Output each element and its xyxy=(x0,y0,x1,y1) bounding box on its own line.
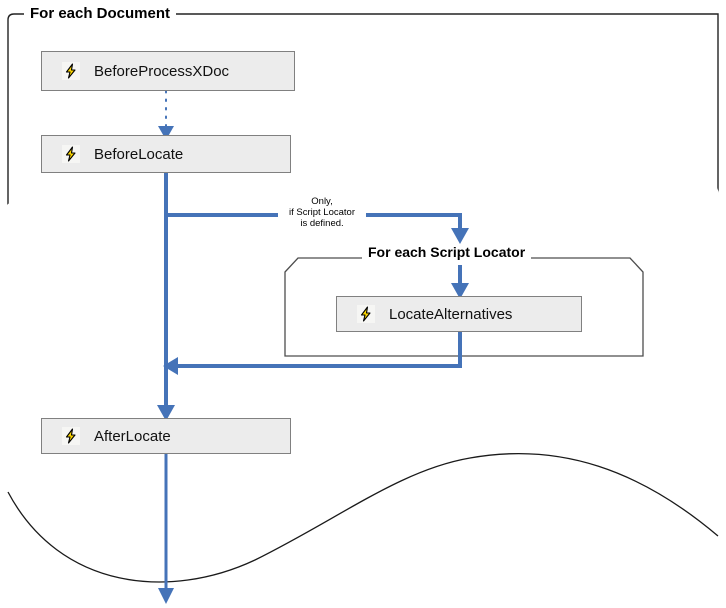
edge-condition-line-2: if Script Locator xyxy=(289,207,355,218)
arrowhead-down-beforelocate xyxy=(158,126,174,140)
edge-beforelocate-locatealternatives xyxy=(166,213,462,228)
arrowhead-down-locatealternatives xyxy=(451,283,469,299)
edge-condition-label: Only, if Script Locator is defined. xyxy=(278,196,366,229)
arrowhead-down-scriptlocator-group xyxy=(451,228,469,244)
node-locate-alternatives[interactable]: LocateAlternatives xyxy=(336,296,582,332)
lightning-bolt-icon xyxy=(62,145,80,163)
lightning-bolt-icon xyxy=(357,305,375,323)
node-label: AfterLocate xyxy=(94,427,171,445)
connector-layer xyxy=(157,90,469,604)
node-label: LocateAlternatives xyxy=(389,305,513,323)
node-after-locate[interactable]: AfterLocate xyxy=(41,418,291,454)
node-before-locate[interactable]: BeforeLocate xyxy=(41,135,291,173)
node-before-process-xdoc[interactable]: BeforeProcessXDoc xyxy=(41,51,295,91)
arrowhead-left-return xyxy=(163,357,178,375)
node-label: BeforeProcessXDoc xyxy=(94,62,230,80)
inner-group-title: For each Script Locator xyxy=(362,245,532,259)
outer-group-title: For each Document xyxy=(24,6,177,21)
arrowhead-down-continuation xyxy=(158,588,174,604)
inner-group-border xyxy=(284,257,644,357)
edge-condition-line-1: Only, xyxy=(311,196,333,207)
torn-edge-wave xyxy=(7,452,719,583)
lightning-bolt-icon xyxy=(62,427,80,445)
edge-locatealternatives-return xyxy=(178,331,462,368)
arrowhead-down-afterlocate xyxy=(157,405,175,421)
edge-condition-line-3: is defined. xyxy=(300,218,344,229)
lightning-bolt-icon xyxy=(62,62,80,80)
node-label: BeforeLocate xyxy=(94,145,184,163)
